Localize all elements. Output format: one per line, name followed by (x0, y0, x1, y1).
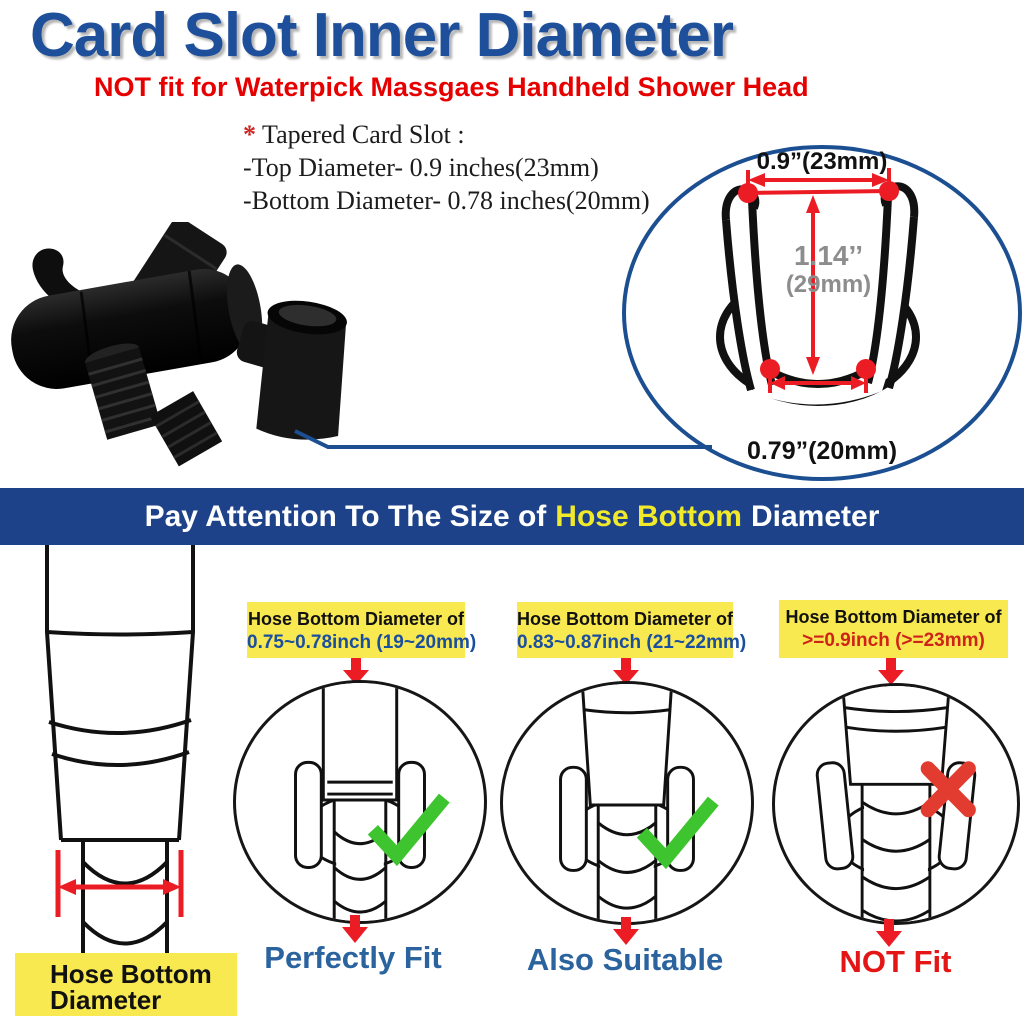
green-check-icon (636, 796, 719, 870)
slot-callout-line (294, 429, 712, 449)
spec-note: * Tapered Card Slot : -Top Diameter- 0.9… (243, 118, 650, 217)
size-label-3: Hose Bottom Diameter of >=0.9inch (>=23m… (779, 600, 1008, 658)
green-check-icon (367, 793, 450, 867)
hose-drawing (45, 545, 195, 1016)
spec-note-line2: -Top Diameter- 0.9 inches(23mm) (243, 153, 599, 182)
card-slot-drawing (716, 168, 920, 406)
red-down-arrow-icon (613, 917, 639, 945)
spec-note-line3: -Bottom Diameter- 0.78 inches(20mm) (243, 186, 650, 215)
handle-in-slot-drawing-1 (294, 683, 450, 921)
depth-label-inches: 1.14’’ (793, 240, 863, 271)
product-photo (11, 222, 347, 467)
verdict-1: Perfectly Fit (264, 940, 442, 975)
slot-diagram-ellipse (622, 145, 1022, 481)
depth-label-mm: (29mm) (785, 271, 872, 298)
red-down-arrow-icon (876, 919, 902, 947)
bottom-diameter-label: 0.79”(20mm) (746, 437, 898, 465)
page-title: Card Slot Inner Diameter (30, 1, 734, 70)
handle-in-slot-drawing-3 (815, 686, 977, 922)
spec-note-line1: * Tapered Card Slot : (243, 120, 465, 149)
size-label-2: Hose Bottom Diameter of 0.83~0.87inch (2… (517, 602, 746, 658)
fit-circle-2 (500, 681, 754, 925)
top-diameter-label: 0.9”(23mm) (756, 148, 888, 175)
verdict-3: NOT Fit (839, 944, 952, 979)
subtitle-warning: NOT fit for Waterpick Massgaes Handheld … (94, 72, 809, 102)
size-label-1: Hose Bottom Diameter of 0.75~0.78inch (1… (247, 602, 476, 658)
diverter-threaded-outlet (85, 343, 162, 440)
banner-highlight: Hose Bottom (555, 500, 742, 533)
red-down-arrow-icon (613, 658, 639, 685)
diverter-thread-stub (149, 391, 223, 467)
dimension-arrows (738, 168, 899, 393)
banner-text-prefix: Pay Attention To The Size of (144, 500, 547, 533)
hose-bottom-label: Hose Bottom Diameter (15, 953, 237, 1016)
verdict-2: Also Suitable (526, 942, 724, 977)
handle-in-slot-drawing-2 (559, 684, 719, 922)
red-down-arrow-icon (343, 658, 369, 685)
red-cross-icon (920, 761, 976, 818)
red-down-arrow-icon (878, 658, 904, 685)
fit-circle-3 (772, 683, 1020, 925)
asterisk: * (243, 120, 256, 149)
red-down-arrow-icon (342, 915, 368, 943)
banner-text-suffix: Diameter (750, 500, 880, 533)
hose-diameter-arrow (55, 850, 184, 917)
fit-circle-1 (233, 680, 487, 924)
holder-cup (256, 300, 347, 440)
